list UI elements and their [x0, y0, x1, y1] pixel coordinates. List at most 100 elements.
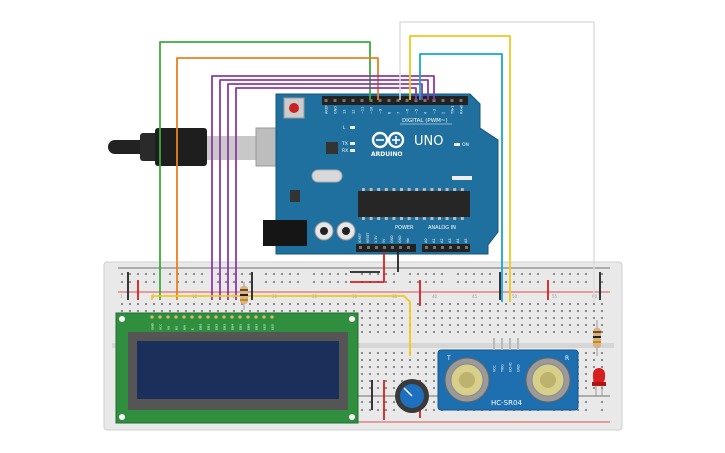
breadboard-hole [577, 324, 579, 326]
led-red [592, 368, 606, 396]
digital-header [322, 96, 468, 105]
breadboard-hole [329, 310, 331, 312]
breadboard-hole [433, 273, 435, 275]
breadboard-hole [593, 359, 595, 361]
breadboard-hole [513, 331, 515, 333]
breadboard-hole [369, 324, 371, 326]
breadboard-hole [489, 317, 491, 319]
wire-orange [176, 57, 379, 300]
breadboard-hole [505, 317, 507, 319]
digital-pin-label: 2 [442, 112, 446, 114]
breadboard-hole [457, 317, 459, 319]
breadboard-hole [593, 303, 595, 305]
breadboard-hole [585, 303, 587, 305]
breadboard-hole [489, 281, 491, 283]
breadboard-hole [417, 352, 419, 354]
breadboard-hole [433, 409, 435, 411]
breadboard-hole [185, 303, 187, 305]
breadboard-hole [193, 281, 195, 283]
breadboard-hole [489, 331, 491, 333]
breadboard-hole [297, 281, 299, 283]
power-pin-label: 5V [382, 238, 386, 243]
breadboard-hole [545, 331, 547, 333]
chip-pin [445, 217, 449, 220]
breadboard-hole [601, 401, 603, 403]
header-pin [378, 99, 382, 102]
breadboard-hole [281, 281, 283, 283]
breadboard-hole [601, 281, 603, 283]
breadboard-hole [505, 303, 507, 305]
chip-pin [392, 217, 396, 220]
breadboard-hole [329, 303, 331, 305]
breadboard-hole [585, 380, 587, 382]
breadboard-hole [401, 324, 403, 326]
breadboard-hole [529, 303, 531, 305]
sensor-pin-label: VCC [493, 364, 497, 372]
breadboard-hole [265, 273, 267, 275]
lcd-pin-label: V0 [166, 326, 170, 330]
wire-purple-2 [219, 79, 429, 300]
breadboard-hole [145, 273, 147, 275]
breadboard-hole [257, 310, 259, 312]
breadboard-hole [385, 310, 387, 312]
breadboard-hole [313, 273, 315, 275]
sensor-pin [493, 338, 495, 350]
header-pin [399, 246, 402, 249]
breadboard-hole [129, 273, 131, 275]
breadboard-hole [577, 281, 579, 283]
breadboard-hole [585, 273, 587, 275]
lcd-pin [174, 315, 178, 319]
breadboard-hole [129, 303, 131, 305]
breadboard-hole [145, 303, 147, 305]
breadboard-hole [561, 273, 563, 275]
header-pin [387, 99, 391, 102]
breadboard-hole [265, 310, 267, 312]
breadboard-hole [553, 310, 555, 312]
digital-pin-label: 8 [388, 112, 392, 114]
header-pin [360, 99, 364, 102]
breadboard-hole [385, 273, 387, 275]
breadboard-hole [393, 366, 395, 368]
breadboard-hole [521, 317, 523, 319]
breadboard-hole [489, 324, 491, 326]
digital-pin-label: RX◂0 [460, 105, 464, 114]
breadboard-hole [513, 317, 515, 319]
digital-pin-label: ~3 [433, 109, 437, 114]
breadboard-hole [481, 331, 483, 333]
analog-pin-label: A4 [456, 238, 460, 243]
header-pin [369, 99, 373, 102]
icsp-header [452, 176, 472, 180]
chip-pin [415, 217, 419, 220]
breadboard-hole [569, 324, 571, 326]
breadboard-hole [593, 310, 595, 312]
breadboard-hole [489, 303, 491, 305]
breadboard-hole [281, 303, 283, 305]
breadboard-hole [337, 273, 339, 275]
breadboard-hole [377, 387, 379, 389]
wire-white [399, 21, 595, 302]
lcd-screen [137, 341, 339, 399]
breadboard-hole [425, 310, 427, 312]
breadboard-hole [585, 310, 587, 312]
lcd-mount-hole-2 [349, 316, 355, 322]
breadboard-hole [401, 317, 403, 319]
breadboard-hole [553, 273, 555, 275]
breadboard-hole [537, 317, 539, 319]
breadboard-hole [225, 310, 227, 312]
breadboard-hole [529, 331, 531, 333]
breadboard-hole [465, 281, 467, 283]
breadboard-hole [377, 352, 379, 354]
breadboard-hole [169, 303, 171, 305]
breadboard-hole [225, 273, 227, 275]
breadboard-hole [481, 324, 483, 326]
breadboard-hole [417, 273, 419, 275]
breadboard-hole [561, 310, 563, 312]
reset-button-cap[interactable] [289, 103, 299, 113]
chip-pin [445, 188, 449, 191]
potentiometer[interactable] [395, 379, 429, 413]
breadboard-hole [457, 273, 459, 275]
header-pin [367, 246, 370, 249]
breadboard-hole [369, 273, 371, 275]
breadboard-hole [297, 303, 299, 305]
